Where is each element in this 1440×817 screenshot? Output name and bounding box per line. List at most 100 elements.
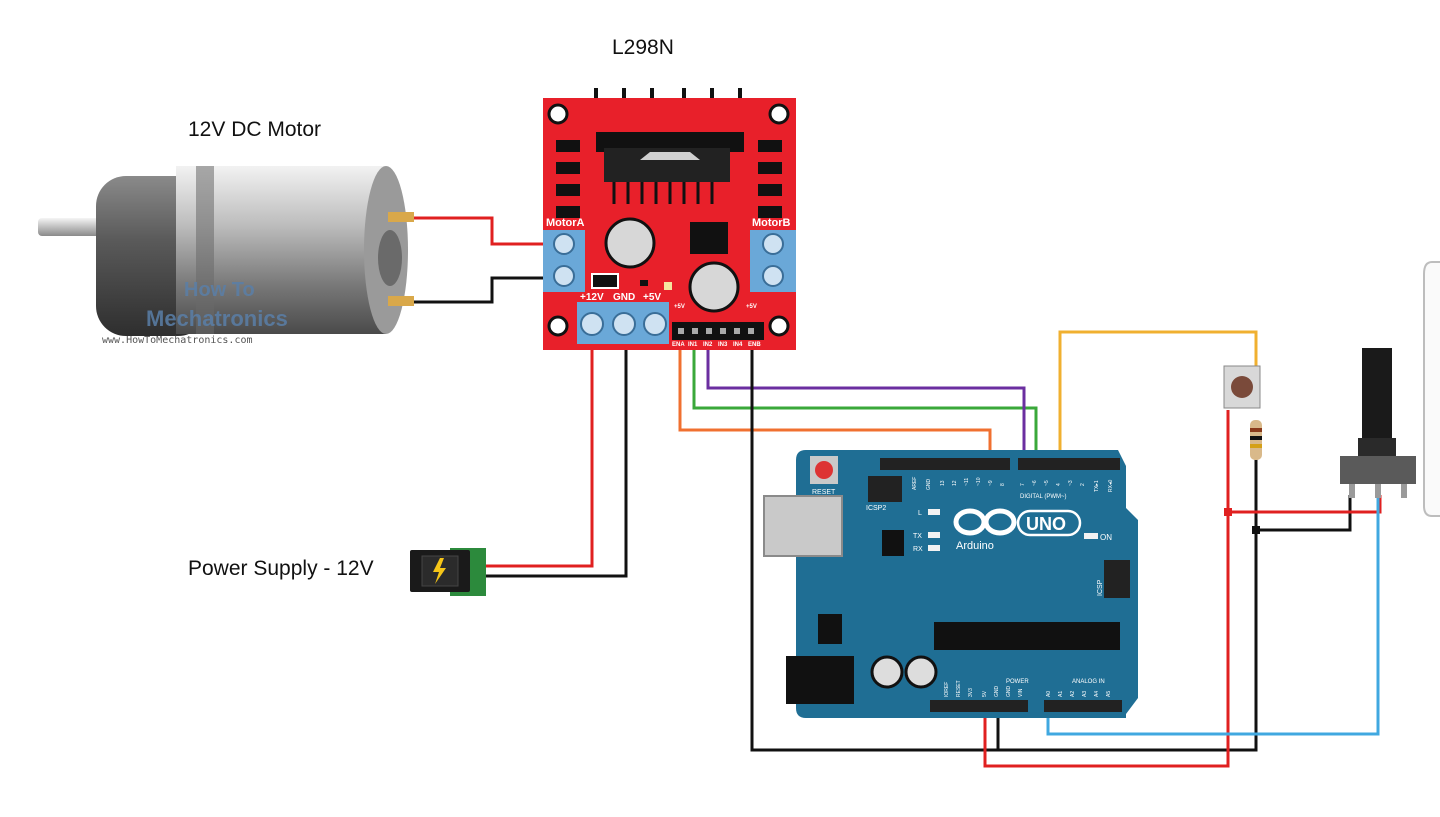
pin-a3: A3 [1082, 691, 1088, 697]
pin-in2: IN2 [703, 342, 713, 348]
heatsink [596, 132, 744, 152]
pin-vin: VIN [1018, 688, 1024, 697]
pin-d11: ~11 [964, 478, 970, 486]
motor-terminal-bottom [388, 296, 414, 306]
uno-badge [1016, 509, 1082, 537]
mount-hole [768, 315, 790, 337]
rx-label: RX [913, 546, 923, 553]
junction-dot [1224, 508, 1232, 516]
screw [580, 312, 604, 336]
l-label: L [918, 510, 922, 517]
motor-red-wire [410, 216, 548, 246]
chip-small [882, 530, 904, 556]
pin-d4: 4 [1056, 483, 1062, 486]
usb-port [763, 495, 843, 557]
resistor [1250, 420, 1262, 460]
lightning-icon [433, 558, 446, 584]
pin-a4: A4 [1094, 691, 1100, 697]
logo [953, 508, 1017, 536]
edge-panel [1423, 261, 1440, 517]
resistor-band [1250, 436, 1262, 440]
v5-label: +5V [643, 292, 661, 303]
led-l [928, 509, 940, 515]
pin-d13: 13 [940, 480, 946, 486]
pin-gnd1: GND [994, 686, 1000, 698]
screw [553, 265, 575, 287]
regulator [690, 222, 728, 254]
mount-hole [768, 103, 790, 125]
analog-header [1044, 700, 1122, 712]
pin-ioref: IOREF [944, 682, 950, 697]
arduino-capacitor [870, 655, 904, 689]
on-label: ON [1100, 533, 1112, 542]
digital-header-1 [880, 458, 1010, 470]
pin-reset: RESET [956, 680, 962, 697]
driver-ic-notch [640, 152, 700, 160]
psu-title: Power Supply - 12V [188, 557, 374, 580]
diodes-left [556, 140, 580, 218]
pin-in1: IN1 [688, 342, 698, 348]
screw [762, 265, 784, 287]
pin-aref: AREF [912, 477, 918, 490]
watermark-line2: Mechatronics [146, 306, 288, 331]
digital-header-2 [1018, 458, 1120, 470]
module-title: L298N [612, 36, 674, 59]
motor-band [196, 166, 214, 334]
pin-a1: A1 [1058, 691, 1064, 697]
digital-label: DIGITAL (PWM~) [1020, 494, 1067, 500]
pin-in3: IN3 [718, 342, 728, 348]
pin-d9: ~9 [988, 480, 994, 486]
v5-small-label: +5V [674, 304, 685, 310]
motor-end-face [378, 230, 402, 286]
smd [640, 280, 648, 286]
pin-in4: IN4 [733, 342, 743, 348]
mount-hole [547, 103, 569, 125]
led [664, 282, 672, 290]
arduino-uno: RESET ICSP2 ICSP DIGITAL (PWM~) Arduino … [763, 450, 1138, 718]
brand-label: Arduino [956, 540, 994, 552]
pin-rx0: RX◂0 [1108, 480, 1114, 492]
pot-blue-wire [1046, 495, 1380, 736]
junction-dot-black [1252, 526, 1260, 534]
motor-terminal-top [388, 212, 414, 222]
icsp2-header [868, 476, 902, 502]
pin-ena: ENA [672, 342, 685, 348]
pin-a0: A0 [1046, 691, 1052, 697]
pin-a5: A5 [1106, 691, 1112, 697]
pin-gnd2: GND [1006, 686, 1012, 698]
icsp-header [1104, 560, 1130, 598]
capacitor-1 [604, 217, 656, 269]
pin-d12: 12 [952, 480, 958, 486]
power-header [930, 700, 1028, 712]
icsp2-label: ICSP2 [866, 505, 886, 512]
pin-tx1: TX▸1 [1094, 480, 1100, 492]
watermark: How To Mechatronics www.HowToMechatronic… [102, 279, 288, 346]
pot-pin [1375, 484, 1381, 498]
5v-red-wire [983, 410, 1382, 768]
pin-d2: 2 [1080, 483, 1086, 486]
in2-purple-wire [706, 350, 1026, 462]
arduino-board [796, 450, 1138, 718]
icsp-label: ICSP [1097, 579, 1104, 596]
push-button [1223, 365, 1261, 409]
pot-pin [1401, 484, 1407, 498]
pin-d8: 8 [1000, 483, 1006, 486]
screw [612, 312, 636, 336]
pin-a2: A2 [1070, 691, 1076, 697]
pot-shoulder [1358, 438, 1396, 458]
screw [762, 233, 784, 255]
header-pins [678, 328, 754, 334]
control-header [672, 322, 764, 340]
l298n-gnd-black-wire [750, 342, 1352, 752]
potentiometer [1340, 348, 1416, 498]
motor-a-label: MotorA [546, 217, 585, 229]
v5-small-label-b: +5V [746, 304, 757, 310]
pin-enb: ENB [748, 342, 761, 348]
dc-jack [786, 656, 854, 704]
pin-5v: 5V [982, 690, 988, 697]
motor-b-label: MotorB [752, 217, 791, 229]
pin-d6: ~6 [1032, 480, 1038, 486]
tx-label: TX [913, 533, 922, 540]
